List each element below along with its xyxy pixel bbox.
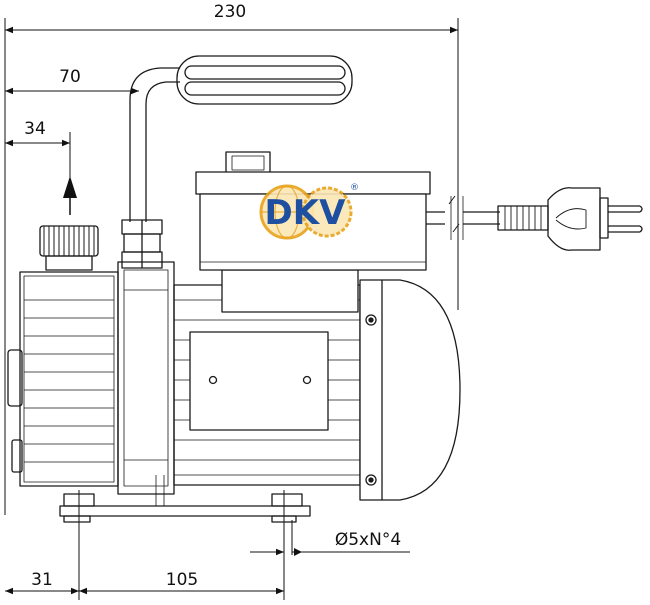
oil-cap — [39, 225, 99, 271]
outlet-arrow — [63, 176, 77, 215]
logo-text: DKV — [265, 193, 347, 233]
dim-label-31: 31 — [31, 570, 53, 590]
registered-mark: ® — [350, 183, 359, 193]
pump-drawing — [7, 55, 643, 523]
logo-gear-right — [301, 186, 353, 238]
dim-label-34: 34 — [24, 119, 46, 139]
pump-housing — [7, 271, 119, 487]
hose-fitting — [121, 219, 163, 269]
dimension-lines — [4, 18, 459, 600]
motor-body — [173, 269, 361, 486]
motor-end-cap — [359, 279, 461, 501]
pump-bracket — [117, 261, 175, 495]
base-plate — [59, 475, 311, 523]
dkv-logo: DKV ® — [259, 183, 359, 240]
dim-label-105: 105 — [166, 570, 198, 590]
power-cable — [426, 195, 500, 240]
carry-handle — [129, 55, 353, 222]
dim-label-holes: Ø5xN°4 — [335, 530, 401, 550]
dim-label-230: 230 — [214, 2, 246, 22]
dim-label-70: 70 — [59, 67, 81, 87]
power-plug — [497, 187, 643, 251]
